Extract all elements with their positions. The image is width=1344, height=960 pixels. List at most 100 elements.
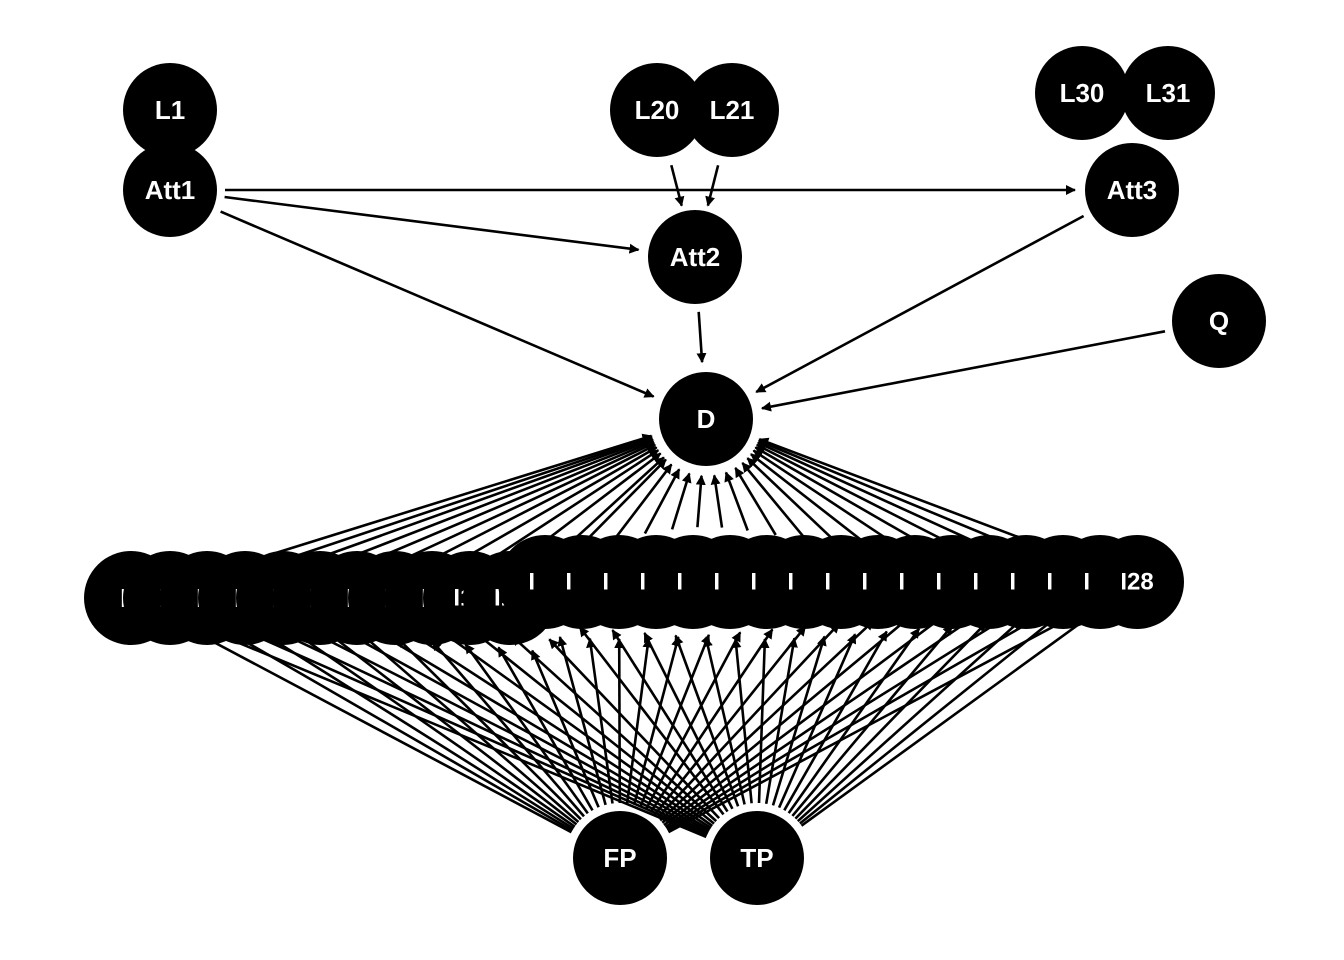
edge-tp-to-i27 xyxy=(799,616,1057,825)
edge-tp-to-i23 xyxy=(787,627,921,814)
edge-fp-to-i8 xyxy=(431,640,585,818)
node-label-i28: I28 xyxy=(1120,569,1153,596)
edge-fp-to-i27 xyxy=(667,609,1052,832)
node-circle-l1 xyxy=(123,63,217,157)
node-label-att2: Att2 xyxy=(670,242,721,272)
edge-tp-to-i22 xyxy=(783,630,888,811)
edge-fp-to-i9 xyxy=(464,643,589,815)
edge-tp-to-i8 xyxy=(440,630,714,827)
edge-fp-to-i24 xyxy=(663,615,945,827)
node-label-fp: FP xyxy=(603,843,636,873)
edge-fp-to-i5 xyxy=(327,631,578,826)
node-l1: L1 xyxy=(123,63,217,157)
node-label-att3: Att3 xyxy=(1107,175,1158,205)
edge-tp-to-i26 xyxy=(796,619,1022,823)
node-d: D xyxy=(659,372,753,466)
edge-tp-to-i28 xyxy=(800,614,1092,827)
edge-tp-to-i10 xyxy=(511,635,718,823)
edge-i16-to-d xyxy=(695,474,706,528)
node-circle-i28 xyxy=(1090,535,1184,629)
edge-i8-to-d xyxy=(442,446,658,572)
edge-fp-to-i20 xyxy=(653,625,807,816)
edge-tp-to-i14 xyxy=(643,632,734,810)
edge-fp-to-i1 xyxy=(180,623,573,834)
edge-i12-to-d xyxy=(582,458,667,544)
edge-tp-to-i15 xyxy=(673,634,740,807)
node-circle-fp xyxy=(573,811,667,905)
node-tp: TP xyxy=(710,811,804,905)
edge-tp-to-i12 xyxy=(578,626,725,816)
edge-fp-to-i25 xyxy=(664,612,980,829)
node-circle-att1 xyxy=(123,143,217,237)
node-l21: L21 xyxy=(685,63,779,157)
edge-tp-to-i17 xyxy=(731,637,753,804)
edge-i17-to-d xyxy=(710,474,724,528)
edge-tp-to-i4 xyxy=(294,622,709,835)
node-att1: Att1 xyxy=(123,143,217,237)
edge-tp-to-i21 xyxy=(777,633,857,809)
node-label-l30: L30 xyxy=(1060,78,1105,108)
edge-fp-to-i17 xyxy=(639,633,711,808)
edge-fp-to-i7 xyxy=(396,637,582,821)
edge-tp-to-i16 xyxy=(703,636,746,805)
edge-fp-to-i6 xyxy=(362,634,580,823)
edge-i9-to-d xyxy=(477,449,660,569)
edge-tp-to-i5 xyxy=(332,624,710,833)
edge-fp-to-i28 xyxy=(667,607,1088,834)
edge-tp-to-i1 xyxy=(182,618,707,839)
edge-fp-to-i4 xyxy=(290,629,576,828)
edge-tp-to-i24 xyxy=(791,624,954,817)
edge-tp-to-i19 xyxy=(764,637,798,805)
edge-tp-to-i3 xyxy=(257,621,708,836)
edge-i19-to-d xyxy=(734,467,777,536)
edge-att2-to-d xyxy=(696,311,707,364)
edge-i14-to-d xyxy=(643,468,681,535)
edge-att3-to-d xyxy=(755,214,1085,394)
node-circle-tp xyxy=(710,811,804,905)
edge-i22-to-d xyxy=(750,453,873,550)
nodes-layer: L1L20L21L30L31Att1Att2Att3QDI1I2I3I4I5I6… xyxy=(84,46,1266,905)
edge-tp-to-i18 xyxy=(757,638,770,804)
edge-tp-to-i7 xyxy=(403,628,712,830)
edge-i15-to-d xyxy=(670,472,692,530)
edge-att1-to-d xyxy=(220,210,655,398)
node-circle-l30 xyxy=(1035,46,1129,140)
node-label-att1: Att1 xyxy=(145,175,196,205)
edge-l21-to-att2 xyxy=(705,164,720,207)
node-circle-att3 xyxy=(1085,143,1179,237)
node-label-l21: L21 xyxy=(710,95,755,125)
node-att2: Att2 xyxy=(648,210,742,304)
edge-i7-to-d xyxy=(405,443,657,575)
edge-i23-to-d xyxy=(752,449,907,553)
edge-tp-to-i13 xyxy=(611,629,729,813)
node-label-tp: TP xyxy=(740,843,773,873)
edge-fp-to-i22 xyxy=(659,619,875,822)
edge-l20-to-att2 xyxy=(670,164,685,207)
edge-att1-to-att2 xyxy=(224,195,640,254)
node-label-l31: L31 xyxy=(1146,78,1191,108)
edge-fp-to-i3 xyxy=(254,627,575,830)
node-label-l20: L20 xyxy=(635,95,680,125)
node-label-l1: L1 xyxy=(155,95,185,125)
edge-i21-to-d xyxy=(746,457,839,546)
node-circle-d xyxy=(659,372,753,466)
node-circle-l31 xyxy=(1121,46,1215,140)
node-l20: L20 xyxy=(610,63,704,157)
edge-fp-to-i16 xyxy=(632,636,681,806)
node-fp: FP xyxy=(573,811,667,905)
edge-tp-to-i6 xyxy=(368,625,711,832)
node-circle-q xyxy=(1172,274,1266,368)
node-label-d: D xyxy=(697,404,716,434)
node-circle-att2 xyxy=(648,210,742,304)
edge-i13-to-d xyxy=(614,463,673,539)
node-att3: Att3 xyxy=(1085,143,1179,237)
edge-tp-to-i25 xyxy=(794,621,988,820)
edge-i6-to-d xyxy=(369,441,656,577)
edge-tp-to-i11 xyxy=(548,638,721,819)
edge-q-to-d xyxy=(761,330,1166,412)
node-circle-l21 xyxy=(685,63,779,157)
node-l30: L30 xyxy=(1035,46,1129,140)
edge-i18-to-d xyxy=(724,471,749,531)
node-q: Q xyxy=(1172,274,1266,368)
